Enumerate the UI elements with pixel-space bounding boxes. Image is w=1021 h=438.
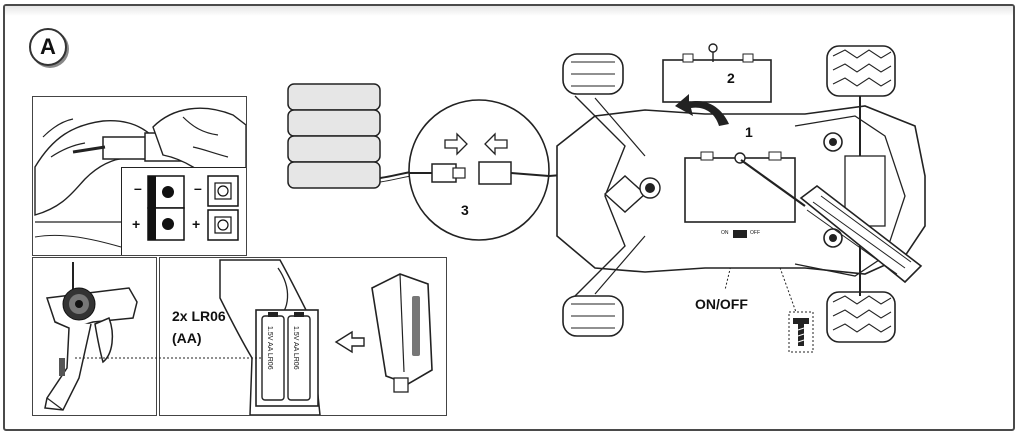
step-1-label: 1 bbox=[745, 124, 753, 140]
terminal-dot bbox=[162, 186, 174, 198]
cell-label-left: 1.5V AA LR06 bbox=[266, 326, 273, 370]
polarity-plus-left: + bbox=[132, 216, 141, 232]
battery-cover-lifted bbox=[662, 59, 772, 103]
battery-compartment bbox=[684, 157, 796, 223]
push-right-arrow bbox=[444, 132, 468, 156]
polarity-plus-right: + bbox=[192, 216, 201, 232]
vehicle-chassis-illustration bbox=[556, 43, 926, 353]
switch-off-marking: OFF bbox=[750, 230, 760, 236]
cell-label-right: 1.5V AA LR06 bbox=[292, 326, 299, 370]
connector-plug-panel: – + – + bbox=[32, 96, 247, 256]
transmitter-panel bbox=[32, 257, 157, 416]
push-left-arrow bbox=[484, 132, 508, 156]
battery-pack-cell bbox=[287, 161, 381, 189]
instruction-figure: A bbox=[3, 4, 1015, 431]
connector-magnifier bbox=[408, 99, 576, 241]
battery-cover-mark bbox=[59, 358, 65, 376]
lift-cover-arrow bbox=[675, 94, 729, 126]
battery-insert-illustration bbox=[219, 259, 433, 415]
battery-insert-panel: 1.5V AA LR06 1.5V AA LR06 2x LR06 (AA) bbox=[159, 257, 447, 416]
switch-on-marking: ON bbox=[721, 230, 729, 236]
step-2-label: 2 bbox=[727, 70, 735, 86]
on-off-label: ON/OFF bbox=[695, 296, 748, 312]
insert-arrow bbox=[334, 330, 365, 354]
terminal-dot bbox=[162, 218, 174, 230]
transmitter-illustration bbox=[44, 262, 138, 411]
top-band bbox=[5, 6, 1013, 16]
section-badge: A bbox=[29, 28, 67, 66]
power-switch[interactable] bbox=[733, 230, 747, 238]
battery-type-label-line1: 2x LR06 bbox=[172, 308, 226, 324]
polarity-diagram bbox=[147, 175, 239, 241]
polarity-minus-right: – bbox=[194, 180, 202, 196]
polarity-inset: – + – + bbox=[121, 167, 246, 255]
screwdriver-shaft bbox=[740, 159, 806, 207]
step-3-label: 3 bbox=[461, 202, 469, 218]
polarity-minus-left: – bbox=[134, 180, 142, 196]
battery-type-label-line2: (AA) bbox=[172, 330, 202, 346]
battery-pack-illustration bbox=[287, 83, 426, 189]
